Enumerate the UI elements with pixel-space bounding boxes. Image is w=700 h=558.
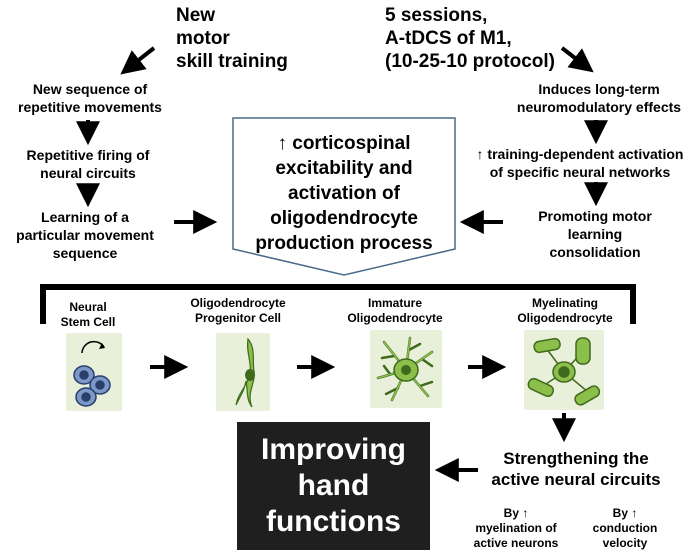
stage-label-myelinating-oligodendrocyte: Myelinating Oligodendrocyte (517, 296, 613, 325)
stage-label-neural-stem-cell: Neural Stem Cell (60, 300, 116, 329)
right-step-consolidation: Promoting motor learning consolidation (538, 208, 652, 260)
left-step-firing: Repetitive firing of neural circuits (26, 147, 150, 181)
improving-hand-functions-box: Improving hand functions (237, 422, 430, 550)
strengthening-circuits-label: Strengthening the active neural circuits (491, 449, 661, 489)
arrow-training-to-sequence (120, 46, 156, 75)
motor-skill-training-label: New motor skill training (176, 5, 288, 72)
arrow-tdcs-to-effects (560, 46, 594, 73)
mechanism-myelination: By ↑ myelination of active neurons (473, 506, 559, 550)
central-box-text: ↑ corticospinal excitability and activat… (255, 133, 433, 254)
immature-oligodendrocyte-illustration (370, 330, 442, 408)
differentiation-bracket (40, 284, 636, 324)
tdcs-protocol-label: 5 sessions, A-tDCS of M1, (10-25-10 prot… (385, 5, 555, 72)
myelinating-oligodendrocyte-illustration (524, 330, 604, 410)
right-step-activation: ↑ training-dependent activation of speci… (476, 146, 684, 180)
neural-stem-cell-illustration (66, 333, 122, 411)
right-step-effects: Induces long-term neuromodulatory effect… (516, 81, 682, 115)
stage-label-progenitor-cell: Oligodendrocyte Progenitor Cell (190, 296, 286, 325)
central-box-shape (232, 117, 456, 276)
mechanism-conduction-velocity: By ↑ conduction velocity (592, 506, 658, 550)
stage-label-immature-oligodendrocyte: Immature Oligodendrocyte (347, 296, 443, 325)
progenitor-cell-illustration (216, 333, 270, 411)
left-step-sequence: New sequence of repetitive movements (18, 81, 162, 115)
left-step-learning: Learning of a particular movement sequen… (16, 209, 154, 261)
central-outcome-box: ↑ corticospinal excitability and activat… (232, 117, 456, 277)
